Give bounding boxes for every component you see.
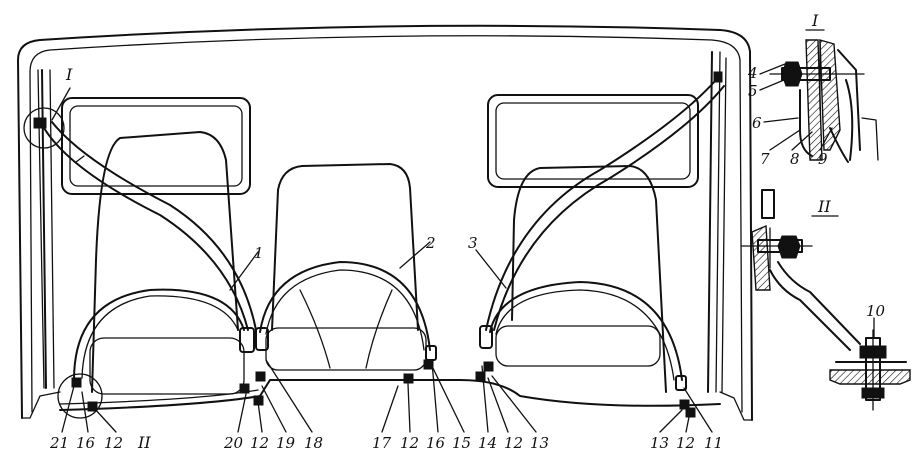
detail-I-inset: I (759, 11, 879, 163)
callout-2: 2 (425, 234, 436, 252)
callout-5: 5 (748, 82, 758, 100)
detail-II-inset: II (741, 189, 911, 411)
callout-13a: 13 (530, 434, 549, 452)
leader-lines (51, 87, 713, 433)
callout-9: 9 (818, 150, 828, 168)
callout-12e: 12 (676, 434, 695, 452)
callout-12a: 12 (104, 434, 123, 452)
callout-12c: 12 (400, 434, 419, 452)
seat-belt-2-center-lap (259, 261, 431, 351)
right-seat (495, 165, 667, 393)
buckle-15 (425, 345, 437, 361)
callout-12d: 12 (504, 434, 523, 452)
callout-10: 10 (866, 302, 886, 320)
callout-4: 4 (747, 64, 758, 82)
buckle-14 (479, 325, 493, 349)
callout-1: 1 (254, 244, 264, 262)
right-pillar (707, 51, 727, 393)
anchor-bolts (71, 359, 696, 418)
left-seat (89, 131, 245, 395)
rear-window-right (487, 94, 699, 188)
callout-15: 15 (452, 434, 471, 452)
callout-6: 6 (752, 114, 762, 132)
detail-II-marker: II (137, 433, 151, 452)
detail-I-title: I (811, 11, 819, 30)
callout-18: 18 (304, 434, 323, 452)
callout-12b: 12 (250, 434, 269, 452)
detail-II-circle (57, 373, 103, 419)
callout-7: 7 (760, 150, 770, 168)
seat-belt-1-left-diagonal (43, 121, 257, 331)
seat-belt-3-right-diagonal (485, 79, 725, 331)
seat-belt-right-lap (489, 281, 683, 381)
detail-I-marker: I (65, 65, 73, 84)
buckle-11 (675, 375, 687, 391)
upper-anchor-left (23, 107, 65, 149)
callout-19: 19 (276, 434, 296, 452)
callout-3: 3 (468, 234, 478, 252)
callout-16b: 16 (426, 434, 446, 452)
rear-window-left (61, 97, 251, 195)
callout-20: 20 (223, 434, 244, 452)
floor-line (59, 379, 721, 411)
callout-21: 21 (49, 434, 69, 452)
callout-16a: 16 (76, 434, 96, 452)
callout-13b: 13 (650, 434, 669, 452)
buckle-18 (255, 327, 269, 351)
callout-14: 14 (478, 434, 497, 452)
cabin-body-outline (17, 24, 753, 421)
callout-11: 11 (704, 434, 723, 452)
buckle-20 (239, 327, 255, 353)
seat-belt-left-lap (73, 288, 245, 381)
callout-8: 8 (790, 150, 800, 168)
detail-II-title: II (817, 197, 831, 216)
upper-anchor-right (713, 71, 723, 83)
callout-17: 17 (372, 434, 392, 452)
